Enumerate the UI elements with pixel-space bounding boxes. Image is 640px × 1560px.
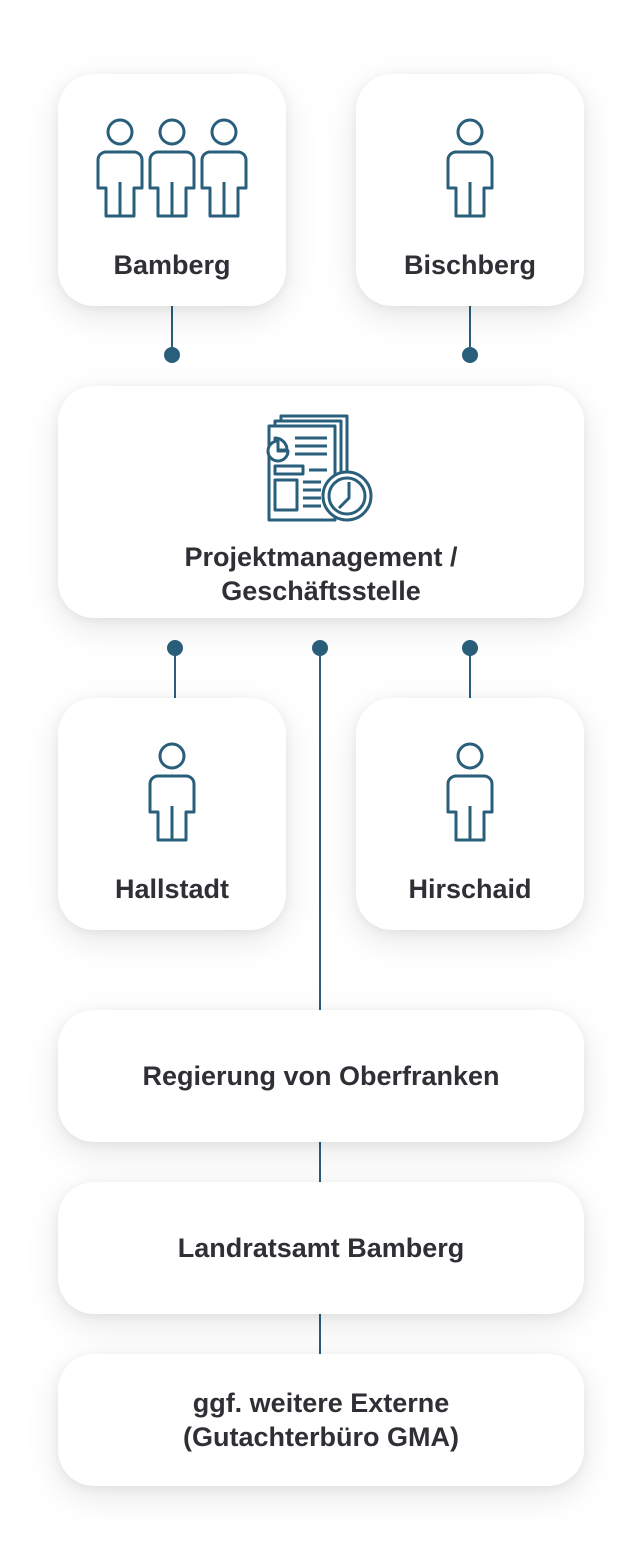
node-label: Bischberg (403, 250, 537, 280)
node-bamberg: Bamberg (58, 74, 286, 306)
person-icon (148, 118, 196, 218)
connector-dot (312, 640, 328, 656)
person-icon (96, 118, 144, 218)
connector-dot (167, 640, 183, 656)
node-label: Bamberg (113, 250, 231, 280)
node-label: Landratsamt Bamberg (177, 1233, 465, 1263)
node-label: Regierung von Oberfranken (142, 1061, 500, 1091)
node-label: ggf. weitere Externe (Gutachterbüro GMA) (183, 1388, 459, 1452)
person-icon (200, 118, 248, 218)
connector-dot (462, 640, 478, 656)
connector-dot (164, 347, 180, 363)
node-landratsamt: Landratsamt Bamberg (58, 1182, 584, 1314)
node-externe: ggf. weitere Externe (Gutachterbüro GMA) (58, 1354, 584, 1486)
node-hallstadt: Hallstadt (58, 698, 286, 930)
node-bischberg: Bischberg (356, 74, 584, 306)
node-label: Hirschaid (408, 874, 532, 904)
node-projektmanagement: Projektmanagement / Geschäftsstelle (58, 386, 584, 618)
node-hirschaid: Hirschaid (356, 698, 584, 930)
connector-dot (462, 347, 478, 363)
node-regierung: Regierung von Oberfranken (58, 1010, 584, 1142)
node-label: Projektmanagement / Geschäftsstelle (184, 542, 458, 606)
single-person-icon (148, 742, 196, 842)
single-person-icon (446, 742, 494, 842)
documents-with-clock-icon (266, 414, 373, 522)
group-of-three-people-icon (96, 118, 248, 218)
single-person-icon (446, 118, 494, 218)
node-label: Hallstadt (114, 874, 230, 904)
